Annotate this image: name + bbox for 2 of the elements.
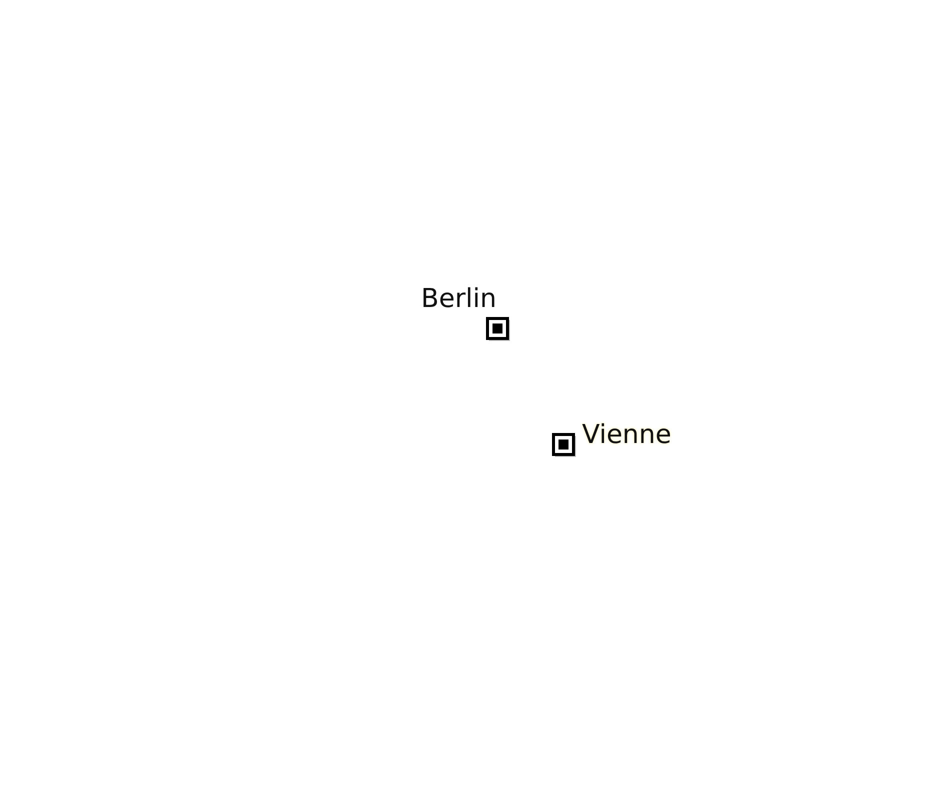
city-label: Berlin [421, 286, 496, 312]
city-label: Vienne [582, 422, 672, 448]
